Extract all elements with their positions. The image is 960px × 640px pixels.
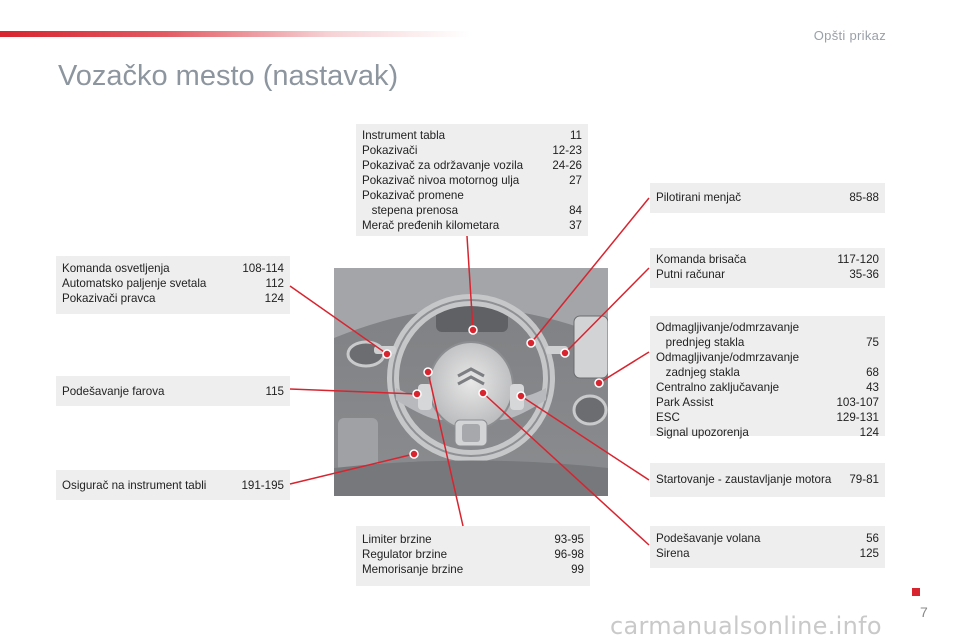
entry-page: 79-81 [849,473,879,486]
entry-label: Odmagljivanje/odmrzavanje prednjeg stakl… [656,321,800,349]
index-entry: Podešavanje farova 115 [62,384,284,399]
index-entry: Pokazivač za održavanje vozila 24-26 [362,158,582,173]
entry-page: 85-88 [849,191,879,204]
entry-label: Regulator brzine [362,548,448,561]
entry-page: 75 [866,336,879,349]
index-entry: Automatsko paljenje svetala 112 [62,276,284,291]
entry-page: 68 [866,366,879,379]
entry-page: 99 [571,563,584,576]
entry-label: Merač pređenih kilometara [362,219,500,232]
index-entry: Osigurač na instrument tabli 191-195 [62,478,284,493]
entry-label: Komanda osvetljenja [62,262,170,275]
index-entry: Regulator brzine 96-98 [362,547,584,562]
entry-page: 56 [866,532,879,545]
entry-label: Park Assist [656,396,714,409]
entry-page: 124 [859,426,879,439]
index-entry: Odmagljivanje/odmrzavanje zadnjeg stakla… [656,350,879,380]
index-entry: Limiter brzine 93-95 [362,532,584,547]
entry-page: 24-26 [552,159,582,172]
entry-page: 12-23 [552,144,582,157]
index-entry: Memorisanje brzine 99 [362,562,584,577]
index-entry: Podešavanje volana 56 [656,531,879,546]
entry-label: Limiter brzine [362,533,432,546]
index-entry: Pokazivač promene stepena prenosa 84 [362,188,582,218]
entry-label: Instrument tabla [362,129,446,142]
entry-page: 125 [859,547,879,560]
index-entry: Odmagljivanje/odmrzavanje prednjeg stakl… [656,320,879,350]
entry-page: 117-120 [837,253,879,266]
dashboard-illustration [334,268,608,496]
index-entry: Pokazivači pravca 124 [62,291,284,306]
entry-page: 129-131 [836,411,879,424]
entry-label: Automatsko paljenje svetala [62,277,207,290]
index-entry: Pokazivači 12-23 [362,143,582,158]
page-number: 7 [920,604,928,620]
entry-label: Komanda brisača [656,253,747,266]
index-entry: Pokazivač nivoa motornog ulja 27 [362,173,582,188]
section-label: Opšti prikaz [813,28,886,43]
entry-label: Memorisanje brzine [362,563,464,576]
index-entry: Putni računar 35-36 [656,267,879,282]
index-entry: Park Assist 103-107 [656,395,879,410]
entry-page: 27 [569,174,582,187]
entry-page: 11 [569,129,582,142]
box-start: Startovanje - zaustavljanje motora 79-81 [650,463,885,497]
entry-label: Pokazivač za održavanje vozila [362,159,524,172]
entry-label: Pilotirani menjač [656,191,742,204]
entry-page: 115 [265,385,284,398]
entry-label: ESC [656,411,680,424]
box-headlamp: Podešavanje farova 115 [56,376,290,406]
entry-page: 37 [569,219,582,232]
header-accent-bar [0,31,470,37]
entry-label: Podešavanje volana [656,532,761,545]
page-marker [912,588,920,596]
entry-label: Podešavanje farova [62,385,165,398]
entry-page: 96-98 [554,548,584,561]
index-entry: Sirena 125 [656,546,879,561]
entry-page: 191-195 [241,479,284,492]
page-title: Vozačko mesto (nastavak) [58,60,399,92]
index-entry: Komanda osvetljenja 108-114 [62,261,284,276]
entry-page: 84 [569,204,582,217]
entry-page: 108-114 [242,262,284,275]
entry-label: Putni računar [656,268,725,281]
entry-page: 35-36 [849,268,879,281]
entry-label: Signal upozorenja [656,426,749,439]
index-entry: Merač pređenih kilometara 37 [362,218,582,233]
entry-label: Startovanje - zaustavljanje motora [656,473,832,486]
entry-page: 124 [264,292,284,305]
index-entry: Instrument tabla 11 [362,128,582,143]
entry-page: 103-107 [836,396,879,409]
entry-page: 93-95 [554,533,584,546]
entry-label: Osigurač na instrument tabli [62,479,207,492]
box-fuse: Osigurač na instrument tabli 191-195 [56,470,290,500]
index-entry: Pilotirani menjač 85-88 [656,190,879,205]
index-entry: Komanda brisača 117-120 [656,252,879,267]
box-defog: Odmagljivanje/odmrzavanje prednjeg stakl… [650,316,885,439]
box-pilot: Pilotirani menjač 85-88 [650,183,885,213]
entry-page: 112 [265,277,284,290]
entry-label: Centralno zaključavanje [656,381,780,394]
index-entry: Startovanje - zaustavljanje motora 79-81 [656,472,879,487]
entry-label: Odmagljivanje/odmrzavanje zadnjeg stakla [656,351,800,379]
entry-label: Pokazivač promene stepena prenosa [362,189,464,217]
entry-label: Pokazivači [362,144,418,157]
entry-label: Pokazivači pravca [62,292,156,305]
entry-label: Sirena [656,547,690,560]
index-entry: Centralno zaključavanje 43 [656,380,879,395]
entry-label: Pokazivač nivoa motornog ulja [362,174,520,187]
index-entry: ESC 129-131 [656,410,879,425]
index-entry: Signal upozorenja 124 [656,425,879,440]
watermark: carmanualsonline.info [610,612,882,640]
entry-page: 43 [866,381,879,394]
